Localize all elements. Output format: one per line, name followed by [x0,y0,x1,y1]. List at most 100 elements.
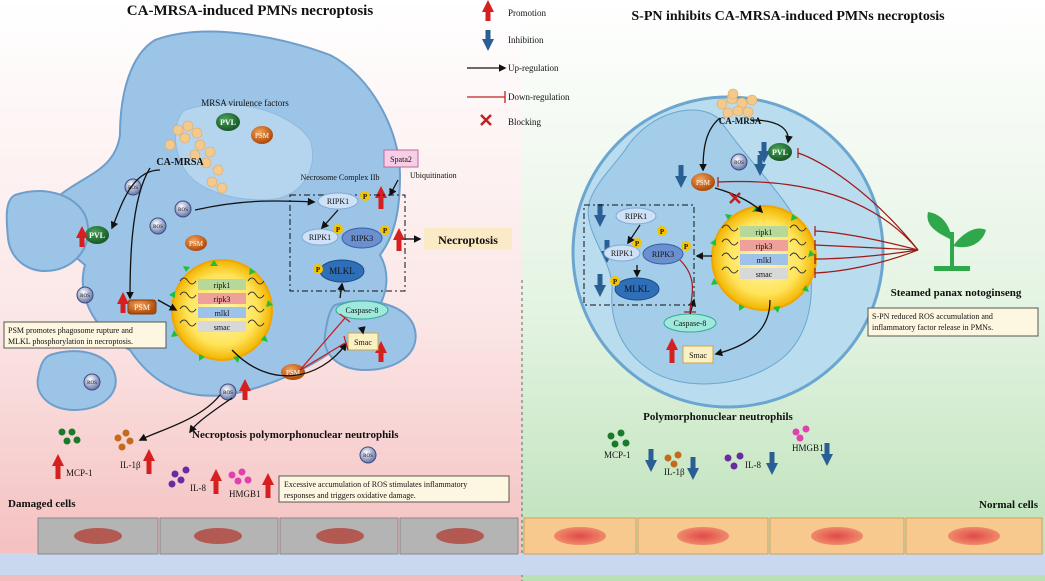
plant-icon [927,212,986,271]
svg-text:responses and triggers oxidati: responses and triggers oxidative damage. [284,491,416,500]
svg-text:P: P [383,227,388,235]
spata2-box: Spata2 [383,149,419,168]
right-mcp1: MCP-1 [604,450,631,460]
svg-text:PSM: PSM [696,179,711,187]
ros-icon: ROS [730,153,748,171]
spn-inhibit-lines [679,148,919,313]
svg-text:ROS: ROS [734,161,744,166]
right-smac: Smac [682,345,714,364]
left-caspase8: Caspase-8 [335,300,389,320]
left-ripk1-mid: RIPK1 P [301,224,343,246]
gene-ripk3: ripk3 [214,295,231,304]
left-psm-box: PSM [127,299,157,315]
inhibition-arrow-icon [594,142,833,480]
svg-text:RIPK1: RIPK1 [327,197,349,206]
ros-icon: ROS [76,286,94,304]
svg-text:MLKL: MLKL [329,266,355,276]
right-nucleus: ripk1 ripk3 mlkl smac [710,205,817,313]
svg-text:PVL: PVL [220,118,236,127]
legend-promotion: Promotion [508,8,547,18]
svg-text:ROS: ROS [363,454,373,459]
svg-text:PVL: PVL [89,231,105,240]
svg-text:P: P [613,278,618,286]
left-mcp1: MCP-1 [66,468,93,478]
left-nucleus: ripk1 ripk3 mlkl smac [169,259,273,363]
svg-text:MLKL phosphorylation in necrop: MLKL phosphorylation in necroptosis. [8,337,133,346]
left-small-cell [5,190,90,272]
right-cell-label: Polymorphonuclear neutrophils [643,411,793,423]
promotion-arrow-icon [52,186,405,498]
necroptosis-box: Necroptosis [424,228,512,250]
svg-text:RIPK1: RIPK1 [309,233,331,242]
left-cell-vacuole [174,103,314,201]
ubiquitination-label: Ubiquitination [410,171,457,180]
inhibition-legend-icon [482,30,494,51]
right-ripk1-mid: RIPK1 P [603,238,642,262]
psm-note-box: PSM promotes phagosome rupture and MLKL … [3,321,167,349]
svg-text:inflammatory factor release in: inflammatory factor release in PMNs. [872,323,993,332]
left-inhibit-lines [299,313,351,371]
ros-icon: ROS [174,200,192,218]
ros-icon: ROS [83,373,101,391]
normal-tissue [522,517,1045,575]
damaged-cells-label: Damaged cells [8,498,76,510]
left-smac: Smac [347,332,379,351]
gene-mlkl: mlkl [757,256,772,265]
svg-text:PSM promotes phagosome rupture: PSM promotes phagosome rupture and [8,326,133,335]
left-il1b: IL-1β [120,460,141,470]
svg-text:RIPK1: RIPK1 [625,212,647,221]
svg-text:ROS: ROS [223,391,233,396]
right-necrosome-box [583,204,695,306]
right-block-icon [729,192,741,204]
plant-label: Steamed panax notoginseng [891,287,1022,299]
left-arrows [110,167,422,441]
svg-text:P: P [684,243,689,251]
left-camrsa-label: CA-MRSA [156,157,204,168]
svg-text:PSM: PSM [189,240,204,248]
legend-upregulation: Up-regulation [508,63,559,73]
svg-text:PSM: PSM [255,132,270,140]
svg-text:RIPK3: RIPK3 [351,234,373,243]
right-title: S-PN inhibits CA-MRSA-induced PMNs necro… [631,9,945,24]
legend: Promotion Inhibition Up-regulation Down-… [467,0,570,127]
virulence-label: MRSA virulence factors [201,98,289,108]
right-psm: PSM [691,173,715,191]
gene-mlkl: mlkl [215,309,230,318]
ros-icon: ROS [149,217,167,235]
left-pvl-top: PVL [216,113,240,131]
svg-text:Caspase-8: Caspase-8 [346,306,379,315]
svg-text:Caspase-8: Caspase-8 [674,319,707,328]
normal-cells-label: Normal cells [979,499,1039,511]
right-il8: IL-8 [745,460,761,470]
right-il1b: IL-1β [664,467,685,477]
left-il8: IL-8 [190,483,206,493]
left-small-cell-2 [36,350,117,412]
left-ripk1-top: RIPK1 P [317,191,370,210]
svg-text:PSM: PSM [134,303,150,312]
right-caspase8: Caspase-8 [663,313,717,333]
left-psm-top: PSM [251,126,273,144]
left-cell-label: Necroptosis polymorphonuclear neutrophil… [192,429,399,441]
legend-downregulation: Down-regulation [508,92,570,102]
svg-text:Necroptosis: Necroptosis [438,233,498,247]
gene-ripk1: ripk1 [756,228,773,237]
svg-text:RIPK3: RIPK3 [652,250,674,259]
svg-text:ROS: ROS [128,186,138,191]
left-mrsa-cluster [164,120,228,194]
right-mlkl: MLKL P [610,276,660,301]
svg-text:ROS: ROS [80,294,90,299]
svg-text:ROS: ROS [87,381,97,386]
legend-blocking: Blocking [508,117,541,127]
blocking-legend-icon [480,114,492,126]
ros-note-box: Excessive accumulation of ROS stimulates… [278,475,510,503]
ros-icon: ROS [219,383,237,401]
right-hmgb1: HMGB1 [792,443,824,453]
right-cytokines [607,425,810,470]
spn-note-box: S-PN reduced ROS accumulation and inflam… [867,307,1039,337]
left-ripk3: RIPK3 P [341,225,390,249]
svg-text:Excessive accumulation of ROS: Excessive accumulation of ROS stimulates… [284,480,467,489]
left-title: CA-MRSA-induced PMNs necroptosis [127,3,374,19]
right-cell-inner [587,109,812,385]
